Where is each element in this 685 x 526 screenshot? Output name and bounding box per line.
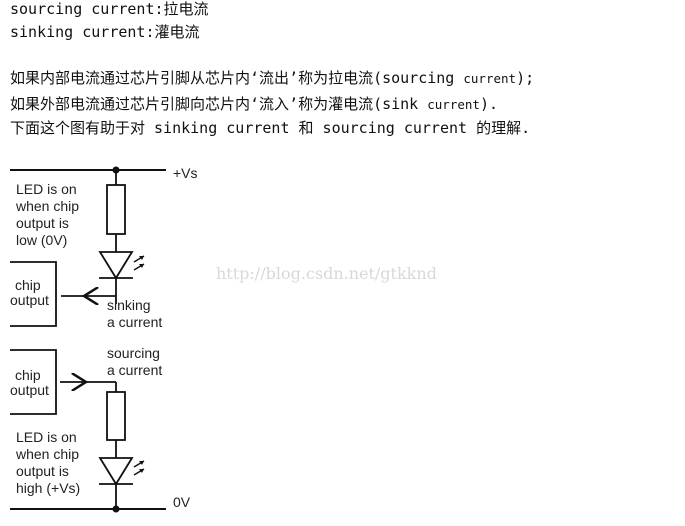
watermark-url: http://blog.csdn.net/gtkknd (216, 264, 437, 283)
top-led-note-line-2: when chip (15, 198, 79, 214)
paragraph-diagram-intro: 下面这个图有助于对 sinking current 和 sourcing cur… (10, 119, 531, 137)
bottom-led (98, 457, 145, 486)
bottom-led-note-line-2: when chip (15, 446, 79, 462)
bottom-chip-label-line-1: chip (15, 367, 41, 383)
ground-rail-label: 0V (173, 494, 191, 510)
paragraph-1-current-word: current (463, 71, 517, 86)
sourcing-label-line-1: sourcing (107, 345, 160, 361)
paragraph-2-ending: ). (479, 95, 498, 113)
top-chip-label-line-2: output (10, 292, 49, 308)
sourcing-label-line-2: a current (107, 362, 162, 378)
sinking-label-line-2: a current (107, 314, 162, 330)
top-led-note-line-3: output is (16, 215, 69, 231)
bottom-chip-label-line-2: output (10, 382, 49, 398)
bottom-led-note-line-3: output is (16, 463, 69, 479)
top-led-note-line-4: low (0V) (16, 232, 67, 248)
paragraph-1-ending: ); (516, 69, 535, 87)
top-led (98, 251, 145, 280)
bottom-chip-box (10, 349, 57, 415)
paragraph-sinking-definition: 如果外部电流通过芯片引脚向芯片内‘流入’称为灌电流(sink current). (10, 94, 498, 115)
paragraph-sourcing-definition: 如果内部电流通过芯片引脚从芯片内‘流出’称为拉电流(sourcing curre… (10, 68, 534, 89)
paragraph-2-text: 如果外部电流通过芯片引脚向芯片内‘流入’称为灌电流(sink (10, 95, 428, 113)
bottom-resistor (106, 391, 126, 441)
top-chip-box (10, 261, 57, 327)
paragraph-1-text: 如果内部电流通过芯片引脚从芯片内‘流出’称为拉电流(sourcing (10, 69, 464, 87)
sinking-label-line-1: sinking (107, 297, 151, 313)
paragraph-2-current-word: current (427, 97, 480, 112)
top-resistor (106, 184, 126, 235)
sinking-current-line: sinking current:灌电流 (10, 23, 200, 41)
top-chip-label-line-1: chip (15, 277, 41, 293)
bottom-led-note-line-1: LED is on (16, 429, 77, 445)
positive-rail-label: +Vs (173, 165, 198, 181)
sourcing-current-line: sourcing current:拉电流 (10, 0, 209, 18)
top-led-note-line-1: LED is on (16, 181, 77, 197)
bottom-led-note-line-4: high (+Vs) (16, 480, 80, 496)
